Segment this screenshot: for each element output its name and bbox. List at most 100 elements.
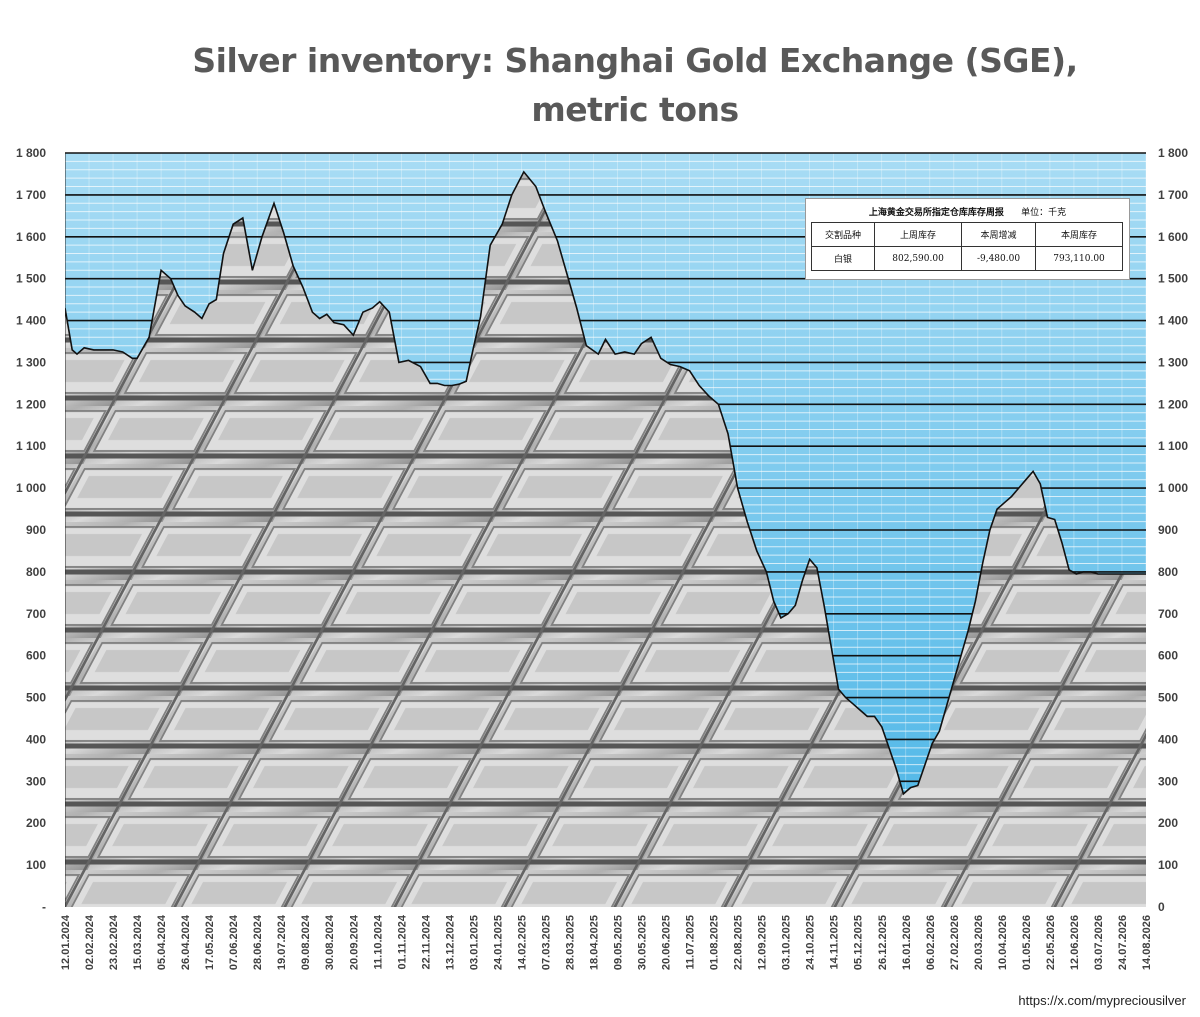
x-tick-label: 30.08.2024 <box>324 914 336 970</box>
y-tick-label-right: 1 400 <box>1158 314 1188 328</box>
y-tick-label-left: 900 <box>26 523 46 537</box>
y-tick-label-right: 1 200 <box>1158 397 1188 411</box>
y-tick-label-left: 400 <box>26 732 46 746</box>
inset-table: 交割品种 上周库存 本周增减 本周库存 白银 802,590.00 -9,480… <box>810 222 1123 271</box>
x-tick-label: 26.04.2024 <box>180 914 192 970</box>
x-tick-label: 12.09.2025 <box>757 915 769 970</box>
y-tick-label-right: 1 800 <box>1158 146 1188 160</box>
x-tick-label: 07.03.2025 <box>540 915 552 970</box>
inventory-area <box>65 153 1146 907</box>
x-tick-label: 13.12.2024 <box>444 914 456 970</box>
x-tick-label: 28.03.2025 <box>564 915 576 970</box>
x-tick-label: 26.12.2025 <box>877 915 889 970</box>
x-tick-label: 07.06.2024 <box>228 914 240 970</box>
y-tick-label-right: 100 <box>1158 858 1178 872</box>
x-tick-label: 24.01.2025 <box>492 915 504 970</box>
x-tick-label: 24.07.2026 <box>1117 915 1129 970</box>
inset-header-cell: 本周增减 <box>961 222 1037 247</box>
y-tick-label-left: 1 100 <box>16 439 46 453</box>
y-tick-label-right: 700 <box>1158 607 1178 621</box>
y-tick-label-left: 300 <box>26 774 46 788</box>
y-tick-label-left: 600 <box>26 649 46 663</box>
inventory-report-inset: 上海黄金交易所指定仓库库存周报 单位：千克 交割品种 上周库存 本周增减 本周库… <box>805 198 1130 280</box>
x-tick-label: 12.06.2026 <box>1069 915 1081 970</box>
x-tick-label: 03.01.2025 <box>468 915 480 970</box>
inset-title-row: 上海黄金交易所指定仓库库存周报 单位：千克 <box>806 199 1129 222</box>
inset-header-cell: 交割品种 <box>810 222 876 247</box>
y-tick-label-left: 1 800 <box>16 146 46 160</box>
inset-header-cell: 本周库存 <box>1035 222 1123 247</box>
x-tick-label: 22.08.2025 <box>733 915 745 970</box>
chart-title-line-2: metric tons <box>531 90 739 129</box>
y-tick-label-left: 1 000 <box>16 481 46 495</box>
y-tick-label-right: 900 <box>1158 523 1178 537</box>
x-tick-label: 17.05.2024 <box>204 914 216 970</box>
y-tick-label-left: 700 <box>26 607 46 621</box>
x-tick-label: 01.08.2025 <box>709 915 721 970</box>
source-credit: https://x.com/mypreciousilver <box>1018 993 1186 1008</box>
x-tick-label: 12.01.2024 <box>60 914 72 970</box>
y-tick-label-right: 1 500 <box>1158 272 1188 286</box>
y-tick-label-left: - <box>42 900 46 914</box>
y-tick-label-right: 1 700 <box>1158 188 1188 202</box>
x-tick-label: 20.09.2024 <box>348 914 360 970</box>
x-tick-label: 22.05.2026 <box>1045 915 1057 970</box>
x-tick-label: 05.04.2024 <box>156 914 168 970</box>
y-tick-label-right: 800 <box>1158 565 1178 579</box>
inset-data-cell: 802,590.00 <box>874 246 963 271</box>
inset-unit: 单位：千克 <box>1021 208 1067 218</box>
inset-header-cell: 上周库存 <box>874 222 963 247</box>
y-tick-label-left: 1 700 <box>16 188 46 202</box>
x-tick-label: 05.12.2025 <box>853 915 865 970</box>
chart-title: Silver inventory: Shanghai Gold Exchange… <box>0 36 1200 134</box>
y-tick-label-left: 800 <box>26 565 46 579</box>
y-tick-label-left: 1 600 <box>16 230 46 244</box>
x-tick-label: 01.11.2024 <box>396 914 408 969</box>
y-tick-label-right: 600 <box>1158 649 1178 663</box>
x-tick-label: 24.10.2025 <box>805 915 817 970</box>
x-tick-label: 10.04.2026 <box>997 915 1009 970</box>
x-tick-label: 03.10.2025 <box>781 915 793 970</box>
y-tick-label-left: 100 <box>26 858 46 872</box>
x-tick-label: 11.10.2024 <box>372 914 384 969</box>
inventory-area-shade <box>65 171 1146 907</box>
x-tick-label: 22.11.2024 <box>420 914 432 969</box>
y-tick-label-left: 1 300 <box>16 355 46 369</box>
y-tick-label-right: 200 <box>1158 816 1178 830</box>
x-tick-label: 11.07.2025 <box>685 915 697 969</box>
x-tick-label: 16.01.2026 <box>901 915 913 970</box>
x-tick-label: 20.03.2026 <box>973 915 985 970</box>
x-tick-label: 28.06.2024 <box>252 914 264 970</box>
x-tick-label: 02.02.2024 <box>84 914 96 970</box>
x-tick-label: 14.02.2025 <box>516 915 528 970</box>
x-tick-label: 09.05.2025 <box>613 915 625 970</box>
inset-data-cell: 白银 <box>810 246 876 271</box>
x-tick-label: 03.07.2026 <box>1093 915 1105 970</box>
y-axis-left: - 100 200 300 400 500 600 700 800 900 1 000 1 100 1 … <box>16 146 46 914</box>
y-tick-label-left: 500 <box>26 691 46 705</box>
x-tick-label: 27.02.2026 <box>949 915 961 970</box>
y-tick-label-left: 200 <box>26 816 46 830</box>
inset-data-row: 白银 802,590.00 -9,480.00 793,110.00 <box>810 246 1123 271</box>
inset-title: 上海黄金交易所指定仓库库存周报 <box>868 208 1004 218</box>
y-tick-label-left: 1 400 <box>16 314 46 328</box>
x-tick-label: 14.11.2025 <box>829 915 841 969</box>
y-tick-label-right: 1 600 <box>1158 230 1188 244</box>
y-tick-label-right: 0 <box>1158 900 1165 914</box>
x-tick-label: 01.05.2026 <box>1021 915 1033 970</box>
y-tick-label-right: 400 <box>1158 732 1178 746</box>
inset-data-cell: -9,480.00 <box>961 246 1037 271</box>
x-tick-label: 09.08.2024 <box>300 914 312 970</box>
y-tick-label-right: 300 <box>1158 774 1178 788</box>
y-tick-label-right: 1 300 <box>1158 355 1188 369</box>
x-tick-label: 15.03.2024 <box>132 914 144 970</box>
y-tick-label-right: 1 100 <box>1158 439 1188 453</box>
inset-data-cell: 793,110.00 <box>1035 246 1123 271</box>
x-tick-label: 19.07.2024 <box>276 914 288 970</box>
chart-title-line-1: Silver inventory: Shanghai Gold Exchange… <box>192 41 1078 80</box>
x-tick-label: 14.08.2026 <box>1141 915 1153 970</box>
x-tick-label: 30.05.2025 <box>637 915 649 970</box>
